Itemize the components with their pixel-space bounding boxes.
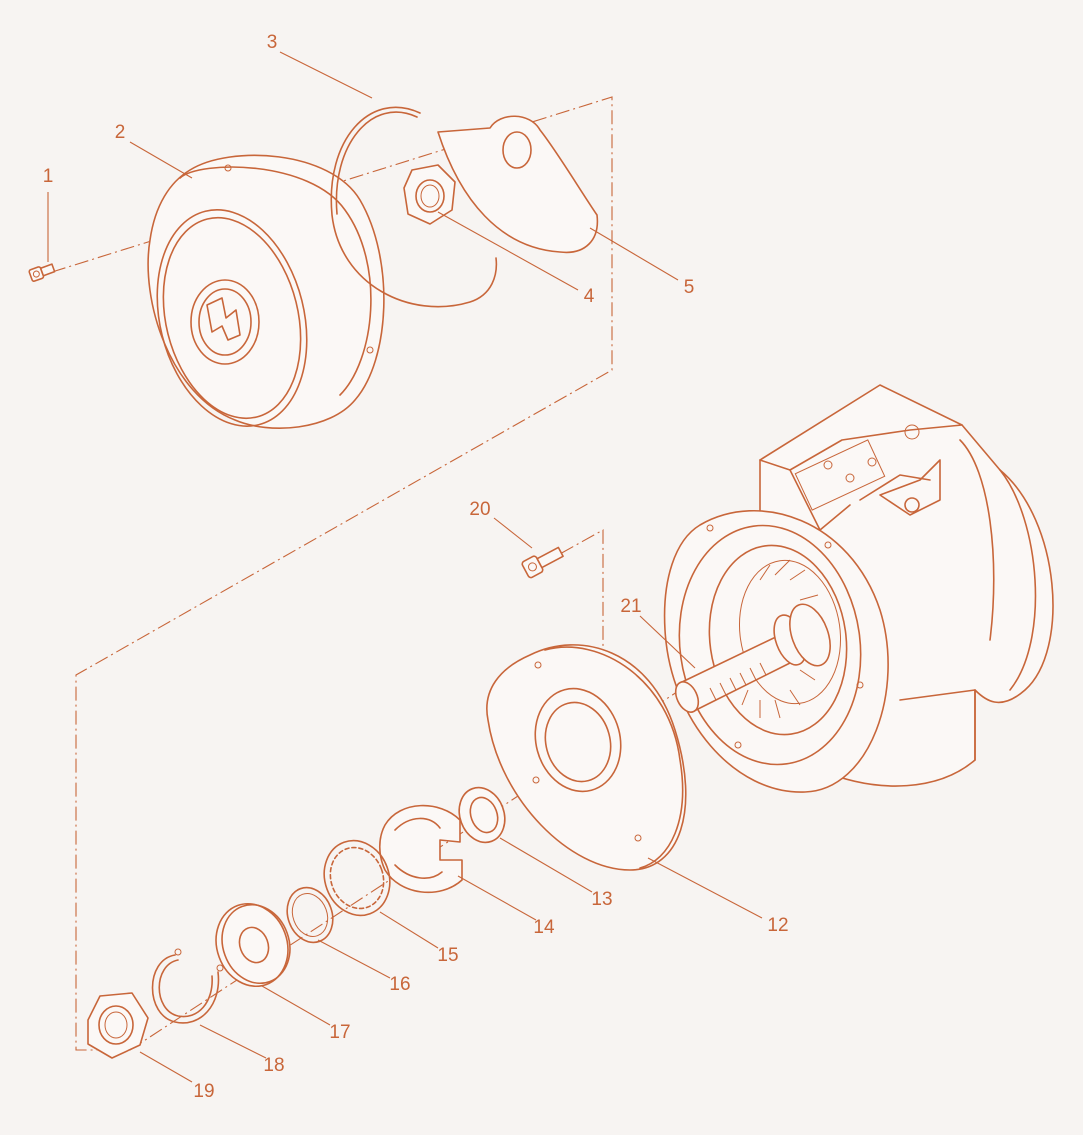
part-21-shaft: [674, 603, 831, 713]
callout-12: 12: [767, 915, 788, 936]
part-2-end-cover: [147, 154, 385, 429]
part-18-snap-ring: [151, 948, 224, 1024]
part-3-spring-wire: [330, 106, 498, 308]
callout-3: 3: [267, 32, 278, 53]
part-5-cam-plate: [437, 115, 599, 254]
part-19-hex-nut: [87, 992, 149, 1059]
callout-13: 13: [591, 889, 612, 910]
callout-2: 2: [115, 122, 126, 143]
callout-18: 18: [263, 1055, 284, 1076]
callout-5: 5: [684, 277, 695, 298]
callout-17: 17: [329, 1022, 350, 1043]
part-15-lock-washer: [323, 839, 391, 917]
callout-4: 4: [584, 286, 595, 307]
part-1-cap-screw: [28, 263, 56, 282]
part-12-brake-housing: [486, 644, 687, 871]
part-14-bearing-block: [378, 804, 463, 894]
callout-19: 19: [193, 1081, 214, 1102]
part-20-cap-screw: [521, 546, 564, 579]
w-brand-logo-icon: [206, 297, 241, 341]
callout-15: 15: [437, 945, 458, 966]
part-13-ring: [458, 786, 506, 844]
part-17-flat-washer: [215, 902, 291, 988]
callout-20: 20: [469, 499, 490, 520]
callout-leader-lines: [47, 51, 763, 1083]
callout-14: 14: [533, 917, 555, 938]
callout-16: 16: [389, 974, 410, 995]
part-4-hex-nut: [403, 164, 456, 225]
callout-labels: 1 2 3 4 5 12 13 14 15 16 17 18 19 20 21: [43, 32, 789, 1102]
callout-1: 1: [43, 166, 54, 187]
callout-21: 21: [620, 596, 641, 617]
